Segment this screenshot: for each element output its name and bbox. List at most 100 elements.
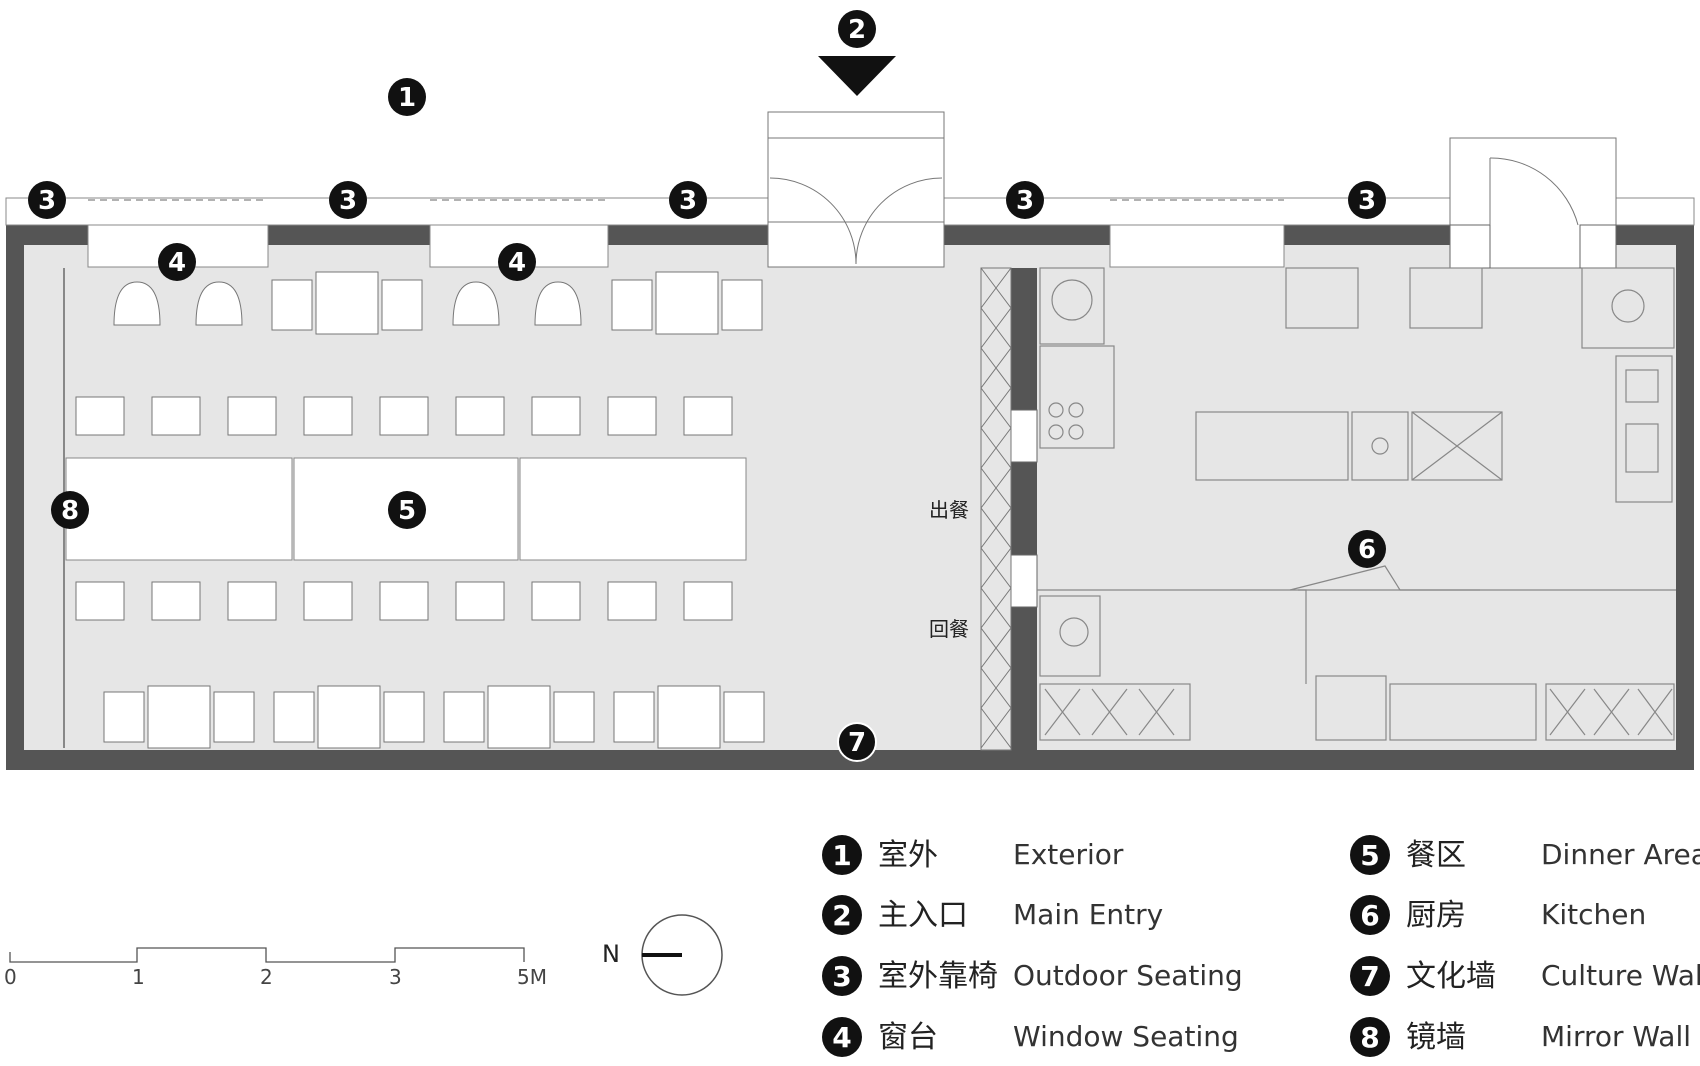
svg-text:4: 4 [508,248,526,278]
stool [303,396,353,436]
main-entry-vestibule [767,111,945,268]
stool [683,396,733,436]
svg-text:3: 3 [832,960,851,993]
corner-sink-basin [1611,289,1645,323]
stool-row-lower [75,581,733,621]
range-burners-right [1549,688,1673,736]
bench [721,279,763,331]
dish-rack [1625,369,1659,403]
range-bank-right [1545,683,1675,741]
legend-en: Kitchen [1541,898,1646,931]
bench [443,691,485,743]
legend-zh: 文化墙 [1406,959,1496,994]
svg-text:8: 8 [61,496,79,526]
stool [683,581,733,621]
pass-out-label: 出餐 [929,498,969,522]
storage-box-lower [1315,675,1387,741]
stool [227,396,277,436]
range-bank-left [1039,683,1191,741]
entry-door-swings [769,177,943,265]
dish-station [1615,355,1673,503]
marker-kitchen: 6 [1348,530,1386,568]
svg-text:3: 3 [679,186,697,216]
legend-en: Window Seating [1013,1020,1239,1053]
scale-bar-line [9,947,525,963]
scale-bar [9,947,525,963]
legend-item-3: 3 室外靠椅 Outdoor Seating [822,956,1243,996]
marker-outdoor-seating: 3 [329,181,367,219]
stool [531,396,581,436]
cutting-station [1411,411,1503,481]
legend-en: Dinner Area [1541,838,1700,871]
table-top [487,685,551,749]
svg-text:5: 5 [398,496,416,526]
svg-text:3: 3 [1358,186,1376,216]
legend-en: Exterior [1013,838,1124,871]
stool [151,581,201,621]
stool [455,581,505,621]
legend-zh: 主入口 [878,898,968,933]
burner [1068,424,1084,440]
marker-dinner-area: 5 [388,491,426,529]
legend-en: Outdoor Seating [1013,959,1243,992]
bottom-table-sets [103,685,765,749]
bench [271,279,313,331]
stool [379,396,429,436]
scale-tick-1: 1 [132,965,145,989]
legend-zh: 餐区 [1406,838,1466,873]
north-label: N [602,940,620,968]
window-chair [452,281,500,326]
long-table [65,457,293,561]
bench [381,279,423,331]
window-chair [195,281,243,326]
burner [1048,424,1064,440]
legend-item-4: 4 窗台 Window Seating [822,1017,1239,1057]
bench [611,279,653,331]
scale-tick-0: 0 [4,965,17,989]
corner-sink [1581,267,1675,349]
svg-text:6: 6 [1358,535,1376,565]
scale-tick-3: 3 [389,965,402,989]
svg-text:4: 4 [832,1021,851,1054]
svg-text:3: 3 [1016,186,1034,216]
long-dining-tables [65,457,747,561]
sink-basin-lower [1059,617,1089,647]
svg-text:1: 1 [832,839,851,872]
stool [607,581,657,621]
svg-text:3: 3 [38,186,56,216]
kitchen-post [1298,589,1307,684]
range-burners-left [1044,688,1175,736]
legend-zh: 室外靠椅 [878,959,998,994]
svg-text:7: 7 [1360,960,1379,993]
bench [273,691,315,743]
burner [1048,402,1064,418]
stool [303,581,353,621]
window-seating-chairs [113,281,582,326]
marker-window-seating: 4 [158,243,196,281]
stove-unit [1039,345,1115,449]
marker-culture-wall: 7 [837,722,877,762]
door-jamb-left [1449,224,1491,269]
marker-window-seating: 4 [498,243,536,281]
svg-text:4: 4 [168,248,186,278]
stool [607,396,657,436]
window-chair [113,281,161,326]
stool [531,581,581,621]
svg-text:3: 3 [339,186,357,216]
wok-station [1351,411,1409,481]
legend-en: Main Entry [1013,898,1163,931]
stool [75,396,125,436]
legend-zh: 室外 [878,838,938,873]
legend-zh: 厨房 [1406,898,1466,933]
svg-text:6: 6 [1360,899,1379,932]
legend-en: Mirror Wall [1541,1020,1691,1053]
kitchen-door-swing [1489,157,1579,226]
legend: 1 室外 Exterior 2 主入口 Main Entry 3 室外靠椅 Ou… [822,835,1700,1057]
marker-outdoor-seating: 3 [28,181,66,219]
scale-tick-2: 2 [260,965,273,989]
sink-unit-lower [1039,595,1101,677]
bench [553,691,595,743]
north-arrow [641,914,723,996]
marker-outdoor-seating: 3 [1006,181,1044,219]
bench [723,691,765,743]
